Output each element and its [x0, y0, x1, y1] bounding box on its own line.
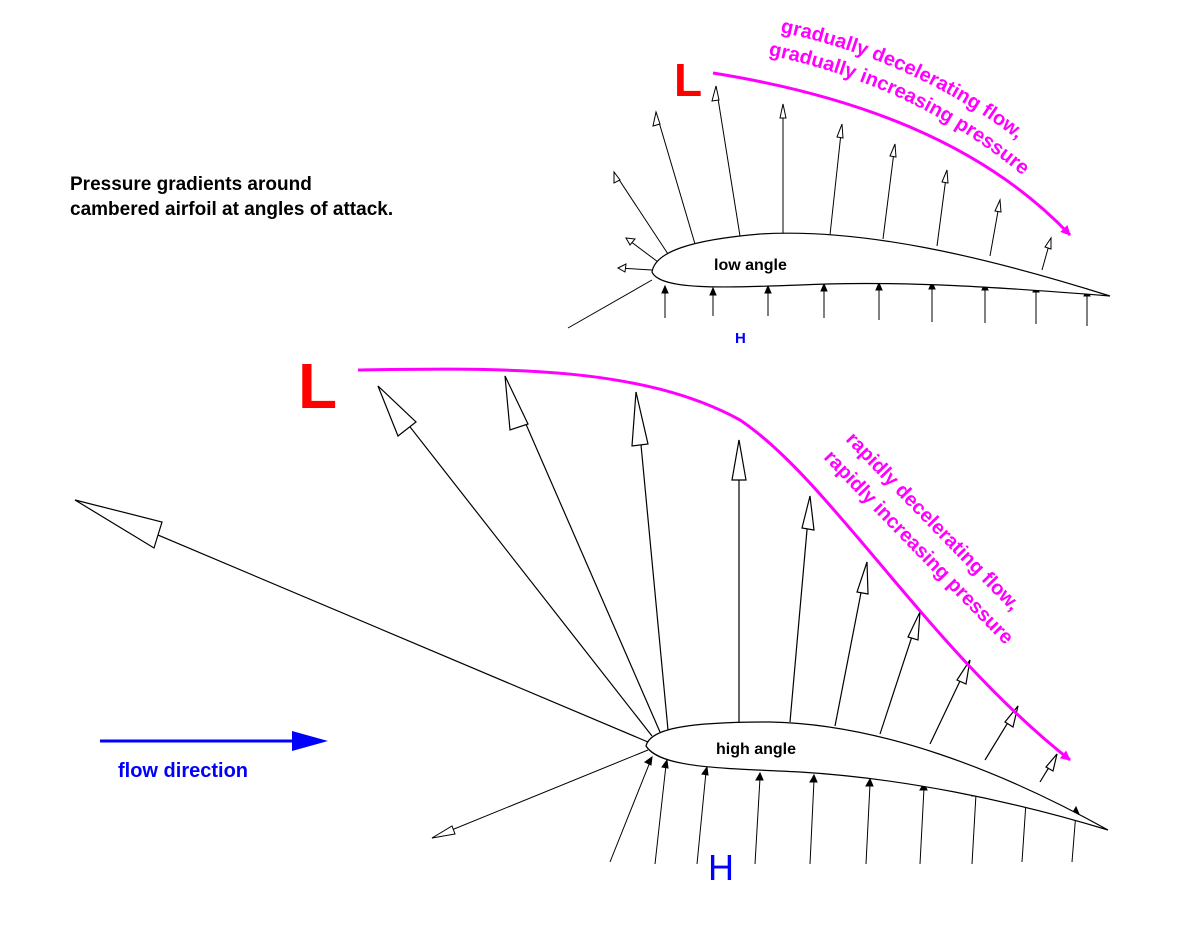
- high-angle-airfoil: [645, 721, 1109, 831]
- high-angle-label: high angle: [716, 741, 796, 758]
- high-flow-text-1: rapidly decelerating flow,: [841, 428, 1024, 615]
- high-angle-low-pressure-label: L: [298, 350, 337, 422]
- flow-direction-label: flow direction: [118, 760, 248, 782]
- low-gradient-curve: [712, 71, 1072, 237]
- high-gradient-curve: [357, 367, 1071, 762]
- title-line-2: cambered airfoil at angles of attack.: [70, 199, 393, 220]
- flow-direction-arrowhead: [292, 731, 328, 751]
- high-angle-high-pressure-label: H: [708, 847, 734, 888]
- low-angle-group: low angle gradually decelerating flow, g…: [567, 15, 1111, 347]
- high-angle-group: high angle rapidly decelerating flow, ra…: [74, 350, 1109, 888]
- high-leading-flow-line: [431, 749, 649, 839]
- low-angle-airfoil: [651, 232, 1111, 297]
- high-leading-flow-head: [431, 825, 456, 839]
- flow-direction-indicator: flow direction: [100, 731, 328, 782]
- low-angle-high-pressure-label: H: [735, 330, 746, 347]
- low-angle-label: low angle: [714, 257, 787, 274]
- low-angle-low-pressure-label: L: [674, 54, 702, 106]
- high-upper-arrows: [74, 375, 1058, 783]
- title-line-1: Pressure gradients around: [70, 174, 312, 195]
- low-leading-flow-line: [567, 279, 653, 329]
- low-upper-arrows: [613, 85, 1052, 273]
